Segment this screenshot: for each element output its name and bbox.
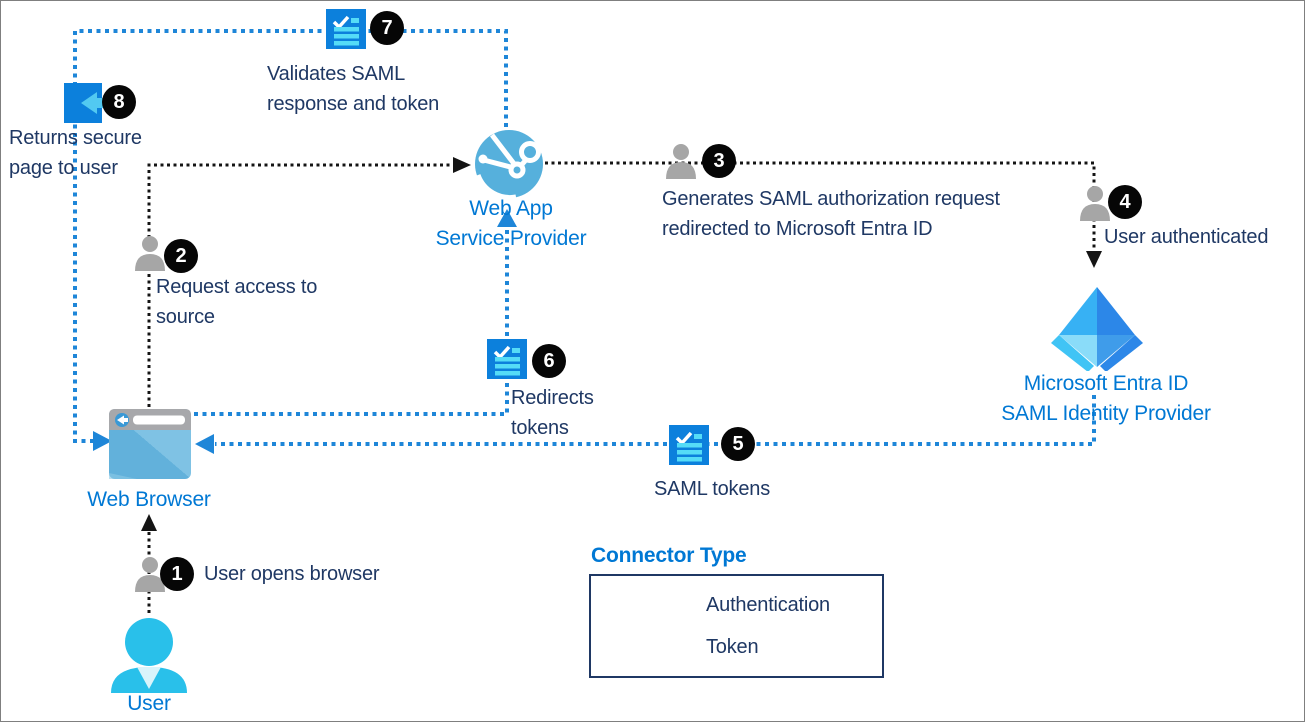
web-browser-icon [109,409,191,479]
entra-id-label: Microsoft Entra ID SAML Identity Provide… [1001,372,1211,425]
step-6-badge: 6 [532,344,566,378]
step-6-number: 6 [543,350,555,372]
person-icon-step1 [134,557,166,593]
return-page-icon [61,81,136,125]
step-5-number: 5 [732,433,744,455]
web-app-label: Web App Service Provider [435,197,587,250]
step-8-number: 8 [113,91,125,113]
step-3-label: Generates SAML authorization request red… [662,188,1000,240]
saml-token-icon-step5 [669,425,709,465]
step-1-badge: 1 [160,557,194,591]
person-icon-step4 [1079,186,1111,222]
step-7-number: 7 [381,17,393,39]
user-icon [107,617,191,693]
step-8-label: Returns secure page to user [9,127,142,179]
step-8-badge: 8 [102,85,136,119]
step-3-badge: 3 [702,144,736,178]
entra-id-icon [1049,285,1145,371]
person-icon-step3 [665,144,697,180]
web-app-icon [472,127,546,201]
step-7-badge: 7 [370,11,404,45]
step-6-label: Redirects tokens [511,387,594,439]
legend-token-label: Token [706,636,759,658]
saml-token-icon-step7 [326,9,366,49]
step-2-number: 2 [175,245,187,267]
saml-token-icon-step6 [487,339,527,379]
step-5-badge: 5 [721,427,755,461]
step-5-label: SAML tokens [654,478,771,500]
web-browser-label: Web Browser [87,488,211,511]
step-1-number: 1 [171,563,183,585]
step-4-number: 4 [1119,191,1131,213]
user-label: User [127,692,171,715]
step-2-badge: 2 [164,239,198,273]
person-icon-step2 [134,236,166,272]
legend-box [589,574,884,678]
step-4-badge: 4 [1108,185,1142,219]
step-4-label: User authenticated [1104,226,1269,248]
step-7-label: Validates SAML response and token [267,63,440,115]
step-2-label: Request access to source [156,276,318,328]
step-3-number: 3 [713,150,725,172]
step-1-label: User opens browser [204,563,380,585]
legend-title: Connector Type [591,544,747,567]
legend-authentication-label: Authentication [706,594,830,616]
